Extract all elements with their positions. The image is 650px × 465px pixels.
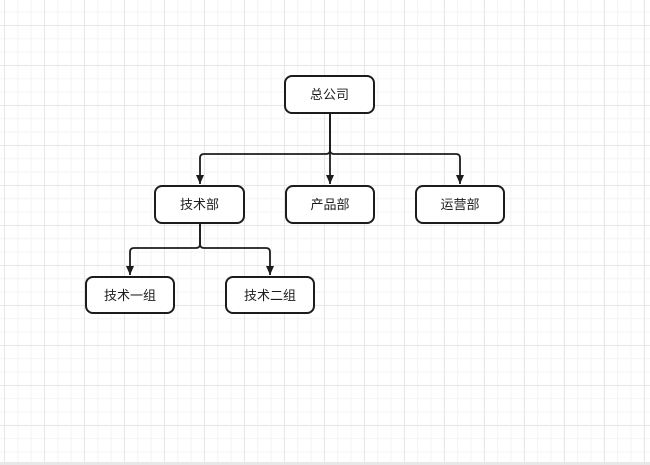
canvas-bottom-edge: [0, 462, 650, 465]
node-tech1[interactable]: 技术一组: [85, 276, 175, 314]
node-tech2[interactable]: 技术二组: [225, 276, 315, 314]
edge-tech-tech2[interactable]: [199, 224, 274, 275]
node-ops[interactable]: 运营部: [415, 185, 505, 224]
node-label-tech: 技术部: [179, 197, 219, 212]
edge-hq-ops[interactable]: [329, 114, 464, 184]
node-label-tech2: 技术二组: [243, 287, 296, 303]
edge-hq-tech[interactable]: [196, 114, 331, 184]
node-label-product: 产品部: [310, 197, 350, 212]
edge-tech-tech1[interactable]: [126, 224, 201, 275]
node-product[interactable]: 产品部: [285, 185, 375, 224]
node-tech[interactable]: 技术部: [154, 185, 245, 224]
node-hq[interactable]: 总公司: [284, 75, 375, 114]
node-label-hq: 总公司: [309, 87, 349, 102]
node-label-tech1: 技术一组: [103, 287, 156, 303]
node-label-ops: 运营部: [440, 197, 480, 212]
